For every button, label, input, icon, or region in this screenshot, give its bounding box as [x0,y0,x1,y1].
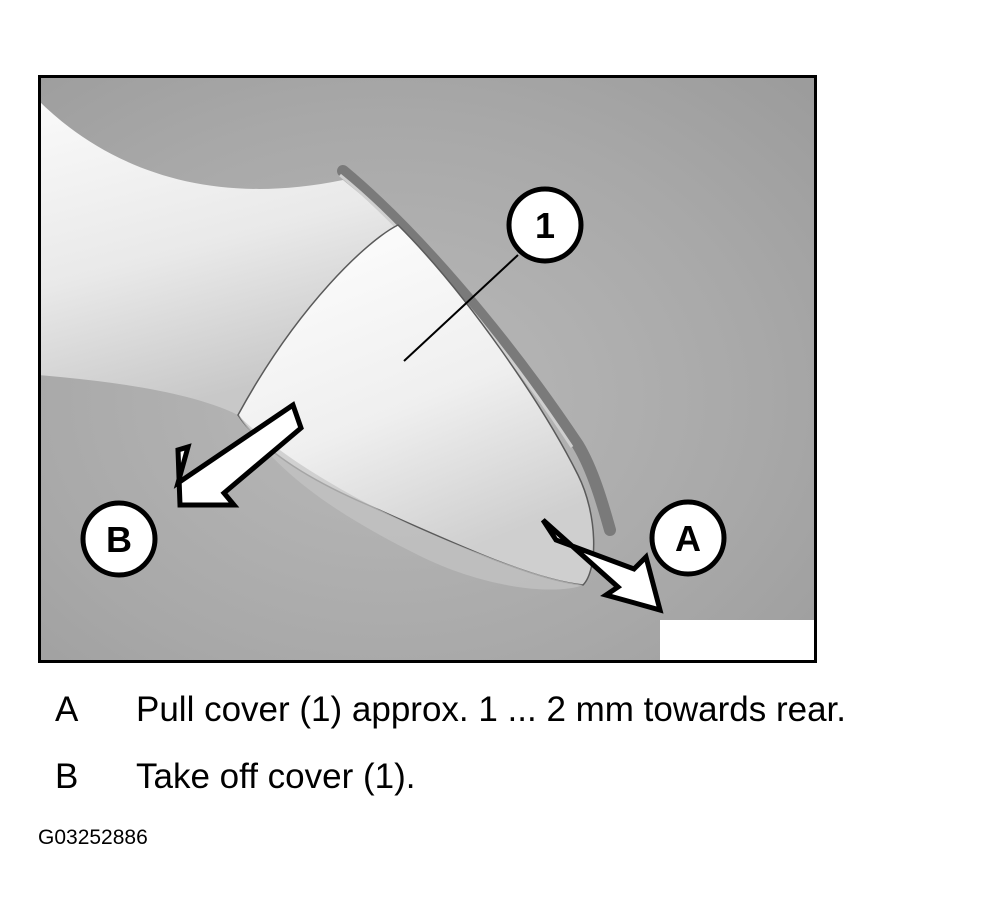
legend-text-a: Pull cover (1) approx. 1 ... 2 mm toward… [136,690,846,729]
callout-1-label: 1 [535,205,555,246]
callout-a: A [649,499,727,577]
callout-b-label: B [106,519,132,560]
figure-frame [38,75,817,663]
cover-seam [337,165,616,536]
illustration: 1 B A [38,75,817,663]
arrow-b [173,401,304,508]
callout-b: B [80,500,158,578]
mirror-arm [38,100,398,415]
legend-row-a: A Pull cover (1) approx. 1 ... 2 mm towa… [0,690,985,740]
callout-1: 1 [506,186,584,264]
legend-row-b: B Take off cover (1). [0,757,985,807]
legend-key-a: A [55,690,79,729]
arrow-a [540,518,664,614]
corner-patch [660,620,817,663]
legend-key-b: B [55,757,79,796]
figure-id: G03252886 [38,826,148,849]
callout-a-label: A [675,518,701,559]
callout-leader [403,254,519,362]
legend-text-b: Take off cover (1). [136,757,416,796]
